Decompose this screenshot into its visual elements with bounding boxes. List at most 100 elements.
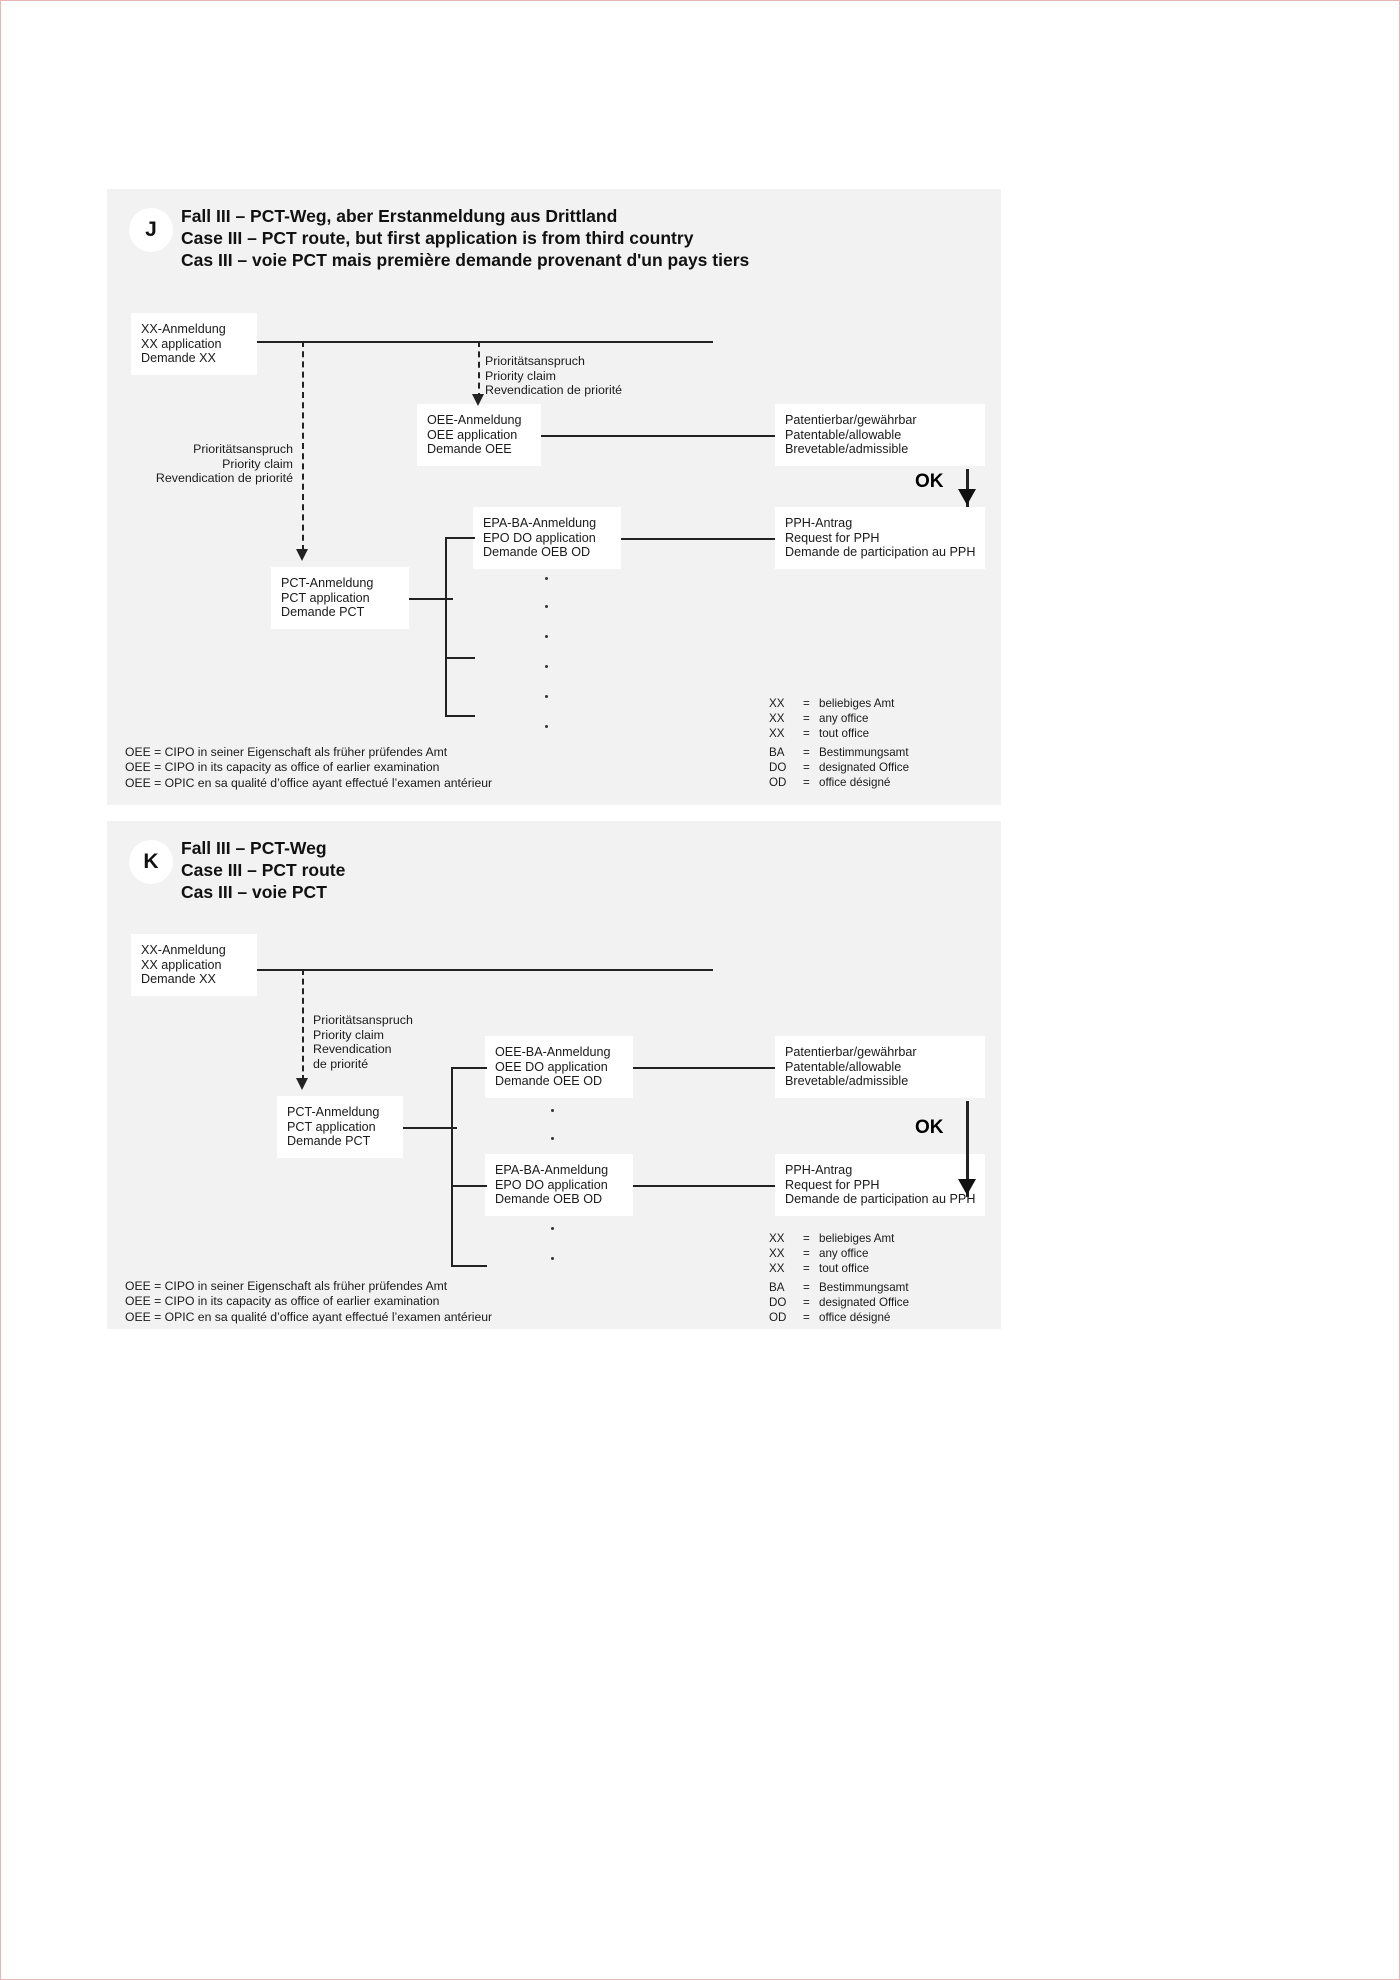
abbr-row: BA = Bestimmungsamt <box>769 745 909 760</box>
abbr-row: XX = beliebiges Amt <box>769 1231 894 1246</box>
abbr-value: office désigné <box>819 1311 891 1325</box>
box-line-fr: Demande PCT <box>281 605 365 620</box>
connector-bracket-arm-2 <box>445 657 475 659</box>
abbr-equals: = <box>803 1247 810 1261</box>
box-line-en: XX application <box>141 336 222 351</box>
box-line-fr: Demande OEB OD <box>495 1192 603 1207</box>
abbr-key: XX <box>769 712 785 726</box>
abbr-key: XX <box>769 727 785 741</box>
connector-bracket-arm-1 <box>451 1067 487 1069</box>
ellipsis-dot <box>545 577 548 580</box>
box-xx-application: XX-Anmeldung XX application Demande XX <box>131 934 257 996</box>
connector-epo-to-pph <box>633 1185 775 1187</box>
abbr-key: OD <box>769 776 787 790</box>
label-line-en: Priority claim <box>313 1027 384 1042</box>
box-line-en: OEE application <box>427 427 518 442</box>
label-line-fr: Revendication de priorité <box>485 383 623 398</box>
box-epo-do-application: EPA-BA-Anmeldung EPO DO application Dema… <box>485 1154 633 1216</box>
ellipsis-dot <box>551 1109 554 1112</box>
box-line-de: OEE-BA-Anmeldung <box>495 1045 611 1059</box>
legend-line-fr: OEE = OPIC en sa qualité d’office ayant … <box>125 1309 493 1324</box>
abbr-equals: = <box>803 1311 810 1325</box>
legend-line-fr: OEE = OPIC en sa qualité d’office ayant … <box>125 775 493 790</box>
connector-oee-to-patentable <box>541 435 775 437</box>
abbr-key: XX <box>769 1247 785 1261</box>
label-priority-claim-top: Prioritätsanspruch Priority claim Revend… <box>485 354 622 398</box>
panel-title-de: Fall III – PCT-Weg, aber Erstanmeldung a… <box>181 206 618 226</box>
abbr-value: designated Office <box>819 761 910 775</box>
box-line-de: Patentierbar/gewährbar <box>785 413 917 427</box>
legend-oee-j: OEE = CIPO in seiner Eigenschaft als frü… <box>125 745 492 791</box>
box-line-de: PPH-Antrag <box>785 1163 853 1177</box>
label-line-fr2: de priorité <box>313 1056 369 1071</box>
connector-oee-to-patentable <box>633 1067 775 1069</box>
box-xx-application: XX-Anmeldung XX application Demande XX <box>131 313 257 375</box>
ellipsis-dot <box>551 1137 554 1140</box>
box-line-en: Request for PPH <box>785 530 880 545</box>
connector-bracket-arm-3 <box>445 715 475 717</box>
panel-title-k: Fall III – PCT-Weg Case III – PCT route … <box>181 837 345 903</box>
arrowhead-ok <box>958 489 976 505</box>
box-line-en: Request for PPH <box>785 1177 880 1192</box>
panel-title-fr: Cas III – voie PCT mais première demande… <box>181 250 750 270</box>
abbr-equals: = <box>803 1296 810 1310</box>
box-line-de: OEE-Anmeldung <box>427 413 522 427</box>
abbr-row: OD = office désigné <box>769 775 909 790</box>
ok-label: OK <box>915 1117 944 1138</box>
ellipsis-dot <box>545 725 548 728</box>
box-line-en: PCT application <box>287 1119 376 1134</box>
abbr-key: DO <box>769 761 787 775</box>
abbr-row: DO = designated Office <box>769 760 909 775</box>
label-line-fr: Revendication <box>313 1042 392 1057</box>
abbr-row: XX = tout office <box>769 1261 894 1276</box>
connector-epo-to-pph <box>621 538 775 540</box>
arrowhead-priority-left <box>296 1078 308 1090</box>
legend-line-en: OEE = CIPO in its capacity as office of … <box>125 760 440 775</box>
abbr-key: BA <box>769 1281 785 1294</box>
diagram-panel-j: J Fall III – PCT-Weg, aber Erstanmeldung… <box>107 189 1001 805</box>
abbr-value: Bestimmungsamt <box>819 746 909 759</box>
legend-line-de: OEE = CIPO in seiner Eigenschaft als frü… <box>125 1279 448 1293</box>
abbr-value: designated Office <box>819 1296 910 1310</box>
ellipsis-dot <box>545 605 548 608</box>
panel-badge-j: J <box>129 208 173 252</box>
abbreviations-xx-j: XX = beliebiges Amt XX = any office XX =… <box>769 696 894 742</box>
abbr-equals: = <box>803 761 810 775</box>
ellipsis-dot <box>545 665 548 668</box>
box-line-fr: Demande de participation au PPH <box>785 545 976 560</box>
box-line-fr: Demande de participation au PPH <box>785 1192 976 1207</box>
arrowhead-ok <box>958 1179 976 1195</box>
connector-bracket-arm-2 <box>451 1185 487 1187</box>
label-line-de: Prioritätsanspruch <box>313 1013 413 1027</box>
box-line-en: Patentable/allowable <box>785 427 902 442</box>
box-line-de: PCT-Anmeldung <box>281 576 374 590</box>
abbr-value: Bestimmungsamt <box>819 1281 909 1294</box>
label-line-de: Prioritätsanspruch <box>485 354 585 368</box>
box-pph-request: PPH-Antrag Request for PPH Demande de pa… <box>775 507 985 569</box>
abbr-row: XX = any office <box>769 1246 894 1261</box>
abbreviations-xx-k: XX = beliebiges Amt XX = any office XX =… <box>769 1231 894 1277</box>
ellipsis-dot <box>551 1227 554 1230</box>
box-line-en: XX application <box>141 957 222 972</box>
box-epo-do-application: EPA-BA-Anmeldung EPO DO application Dema… <box>473 507 621 569</box>
legend-oee-k: OEE = CIPO in seiner Eigenschaft als frü… <box>125 1279 492 1325</box>
ellipsis-dot <box>551 1257 554 1260</box>
legend-line-de: OEE = CIPO in seiner Eigenschaft als frü… <box>125 745 448 759</box>
abbr-key: DO <box>769 1296 787 1310</box>
label-line-fr: Revendication de priorité <box>155 471 293 486</box>
abbreviations-ba-k: BA = Bestimmungsamt DO = designated Offi… <box>769 1280 909 1326</box>
box-line-en: EPO DO application <box>483 530 596 545</box>
legend-line-en: OEE = CIPO in its capacity as office of … <box>125 1294 440 1309</box>
connector-priority-left-dashed <box>302 969 304 1081</box>
abbr-equals: = <box>803 1281 810 1294</box>
connector-pct-stub <box>403 1127 457 1129</box>
abbr-key: XX <box>769 697 785 710</box>
abbr-value: any office <box>819 1247 869 1261</box>
ok-label: OK <box>915 471 944 492</box>
panel-title-fr: Cas III – voie PCT <box>181 882 327 902</box>
connector-ok-arrow-stem <box>966 469 969 507</box>
connector-priority-left-dashed <box>302 341 304 551</box>
connector-bracket-spine <box>445 537 447 717</box>
connector-bracket-arm-1 <box>445 537 475 539</box>
box-oee-application: OEE-Anmeldung OEE application Demande OE… <box>417 404 541 466</box>
